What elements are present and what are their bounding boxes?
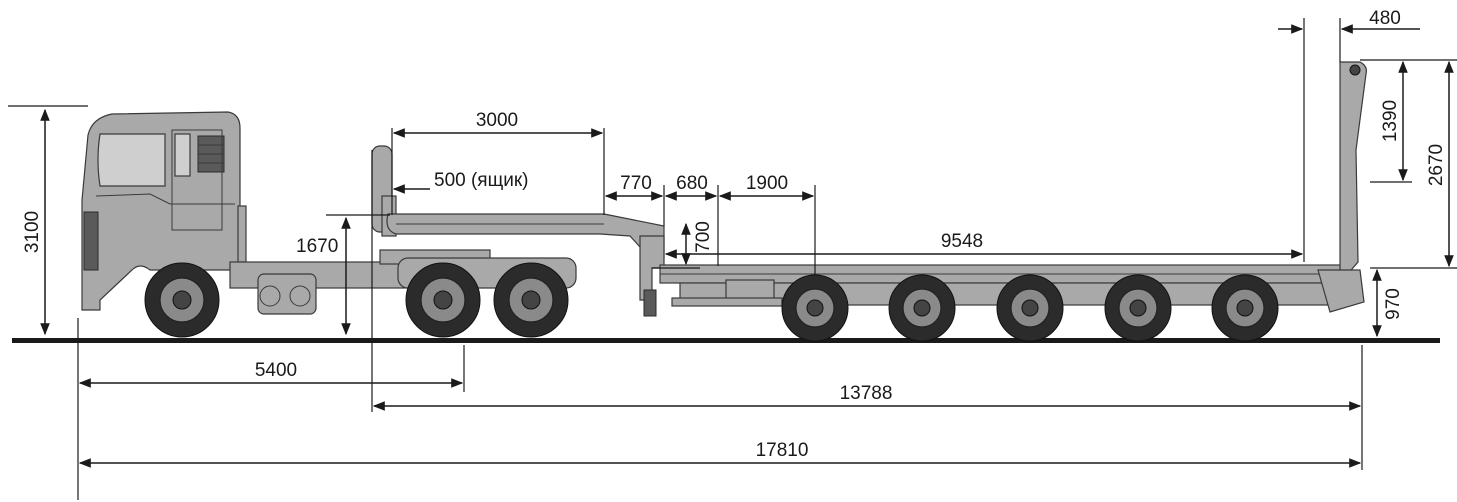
label-main-deck: 9548 bbox=[941, 231, 983, 252]
rear-bumper bbox=[1317, 269, 1365, 313]
label-gooseneck-drop: 770 bbox=[620, 173, 652, 194]
cab-front-grille bbox=[83, 211, 99, 271]
trailer-wheel-3 bbox=[996, 274, 1064, 342]
trailer-wheel-5 bbox=[1211, 274, 1279, 342]
tractor-drive-wheel-1 bbox=[405, 262, 481, 338]
trailer-wheel-2 bbox=[888, 274, 956, 342]
cab-windshield bbox=[97, 133, 166, 187]
label-deck-height: 970 bbox=[1383, 288, 1404, 320]
trailer-wheel-1 bbox=[781, 274, 849, 342]
dimension-labels: 3100 1670 5400 13788 17810 3000 500 (ящи… bbox=[22, 8, 1447, 461]
landing-leg bbox=[643, 289, 657, 317]
cab-step bbox=[237, 205, 247, 263]
tractor-drive-wheel-2 bbox=[493, 262, 569, 338]
side-rail bbox=[671, 297, 783, 307]
label-wheelbase: 5400 bbox=[255, 360, 297, 381]
label-gooseneck-deck: 3000 bbox=[476, 110, 518, 131]
tractor-front-wheel bbox=[144, 262, 220, 338]
label-ramp-height: 1390 bbox=[1380, 100, 1401, 142]
cab-side-window bbox=[174, 133, 191, 177]
rear-ramp bbox=[1339, 61, 1367, 277]
fuel-tank bbox=[257, 273, 317, 315]
trailer-wheel-4 bbox=[1104, 274, 1172, 342]
label-ramp-total-height: 2670 bbox=[1426, 144, 1447, 186]
label-cab-height: 3100 bbox=[22, 211, 43, 253]
label-swan-section: 680 bbox=[676, 173, 708, 194]
label-fifth-wheel-height: 1670 bbox=[296, 236, 338, 257]
cab-door bbox=[171, 129, 223, 231]
tractor-unit bbox=[81, 111, 577, 338]
label-overall-length: 17810 bbox=[756, 440, 809, 461]
label-trailer-length: 13788 bbox=[840, 383, 893, 404]
dimension-lines bbox=[8, 18, 1457, 500]
label-first-axle-offset: 1900 bbox=[746, 173, 788, 194]
tractor-chassis bbox=[229, 261, 411, 289]
label-step-height: 700 bbox=[693, 221, 714, 253]
label-toolbox: 500 (ящик) bbox=[434, 170, 528, 191]
ground-line bbox=[12, 338, 1440, 343]
label-ramp-offset: 480 bbox=[1369, 8, 1401, 29]
